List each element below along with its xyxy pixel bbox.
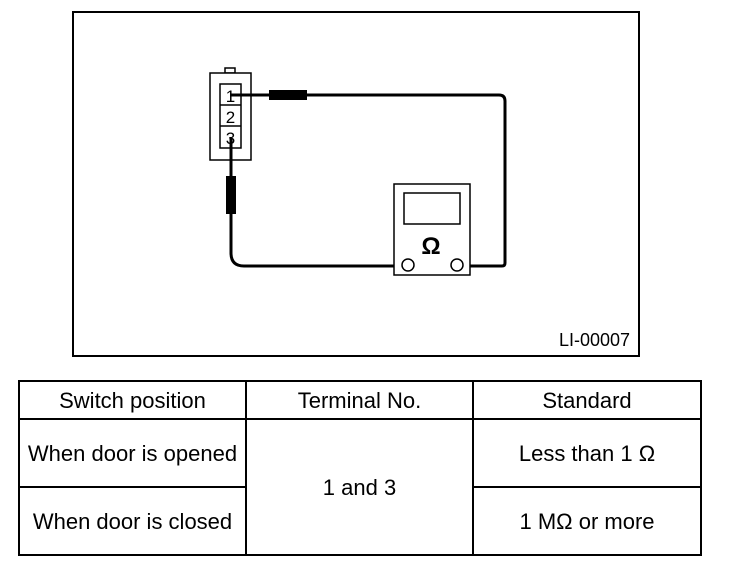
- table-header-row: Switch position Terminal No. Standard: [18, 380, 702, 420]
- cell-standard-opened: Less than 1 Ω: [472, 418, 702, 488]
- cell-standard-closed: 1 MΩ or more: [472, 486, 702, 556]
- probe-1: [269, 90, 307, 100]
- cell-terminal: 1 and 3: [245, 418, 474, 556]
- cell-position-closed: When door is closed: [18, 486, 247, 556]
- header-terminal-no: Terminal No.: [245, 380, 474, 420]
- table-row: When door is closed 1 MΩ or more: [18, 486, 702, 556]
- inspection-table: Switch position Terminal No. Standard Wh…: [18, 380, 702, 556]
- table-row: When door is opened 1 and 3 Less than 1 …: [18, 418, 702, 556]
- meter-jack-left: [401, 258, 415, 272]
- meter-display: [403, 192, 461, 225]
- cell-position-opened: When door is opened: [18, 418, 247, 488]
- wiring-diagram: 1 2 3 Ω LI-00007: [72, 11, 640, 357]
- test-lead-1: [230, 93, 507, 268]
- header-standard: Standard: [472, 380, 702, 420]
- ohm-symbol: Ω: [421, 233, 440, 260]
- diagram-drawing: 1 2 3 Ω: [209, 67, 507, 276]
- probe-3: [226, 176, 236, 214]
- test-lead-3: [229, 137, 402, 268]
- header-switch-position: Switch position: [18, 380, 247, 420]
- meter-jack-right: [450, 258, 464, 272]
- figure-id: LI-00007: [558, 330, 630, 350]
- terminal-2-label: 2: [226, 108, 235, 127]
